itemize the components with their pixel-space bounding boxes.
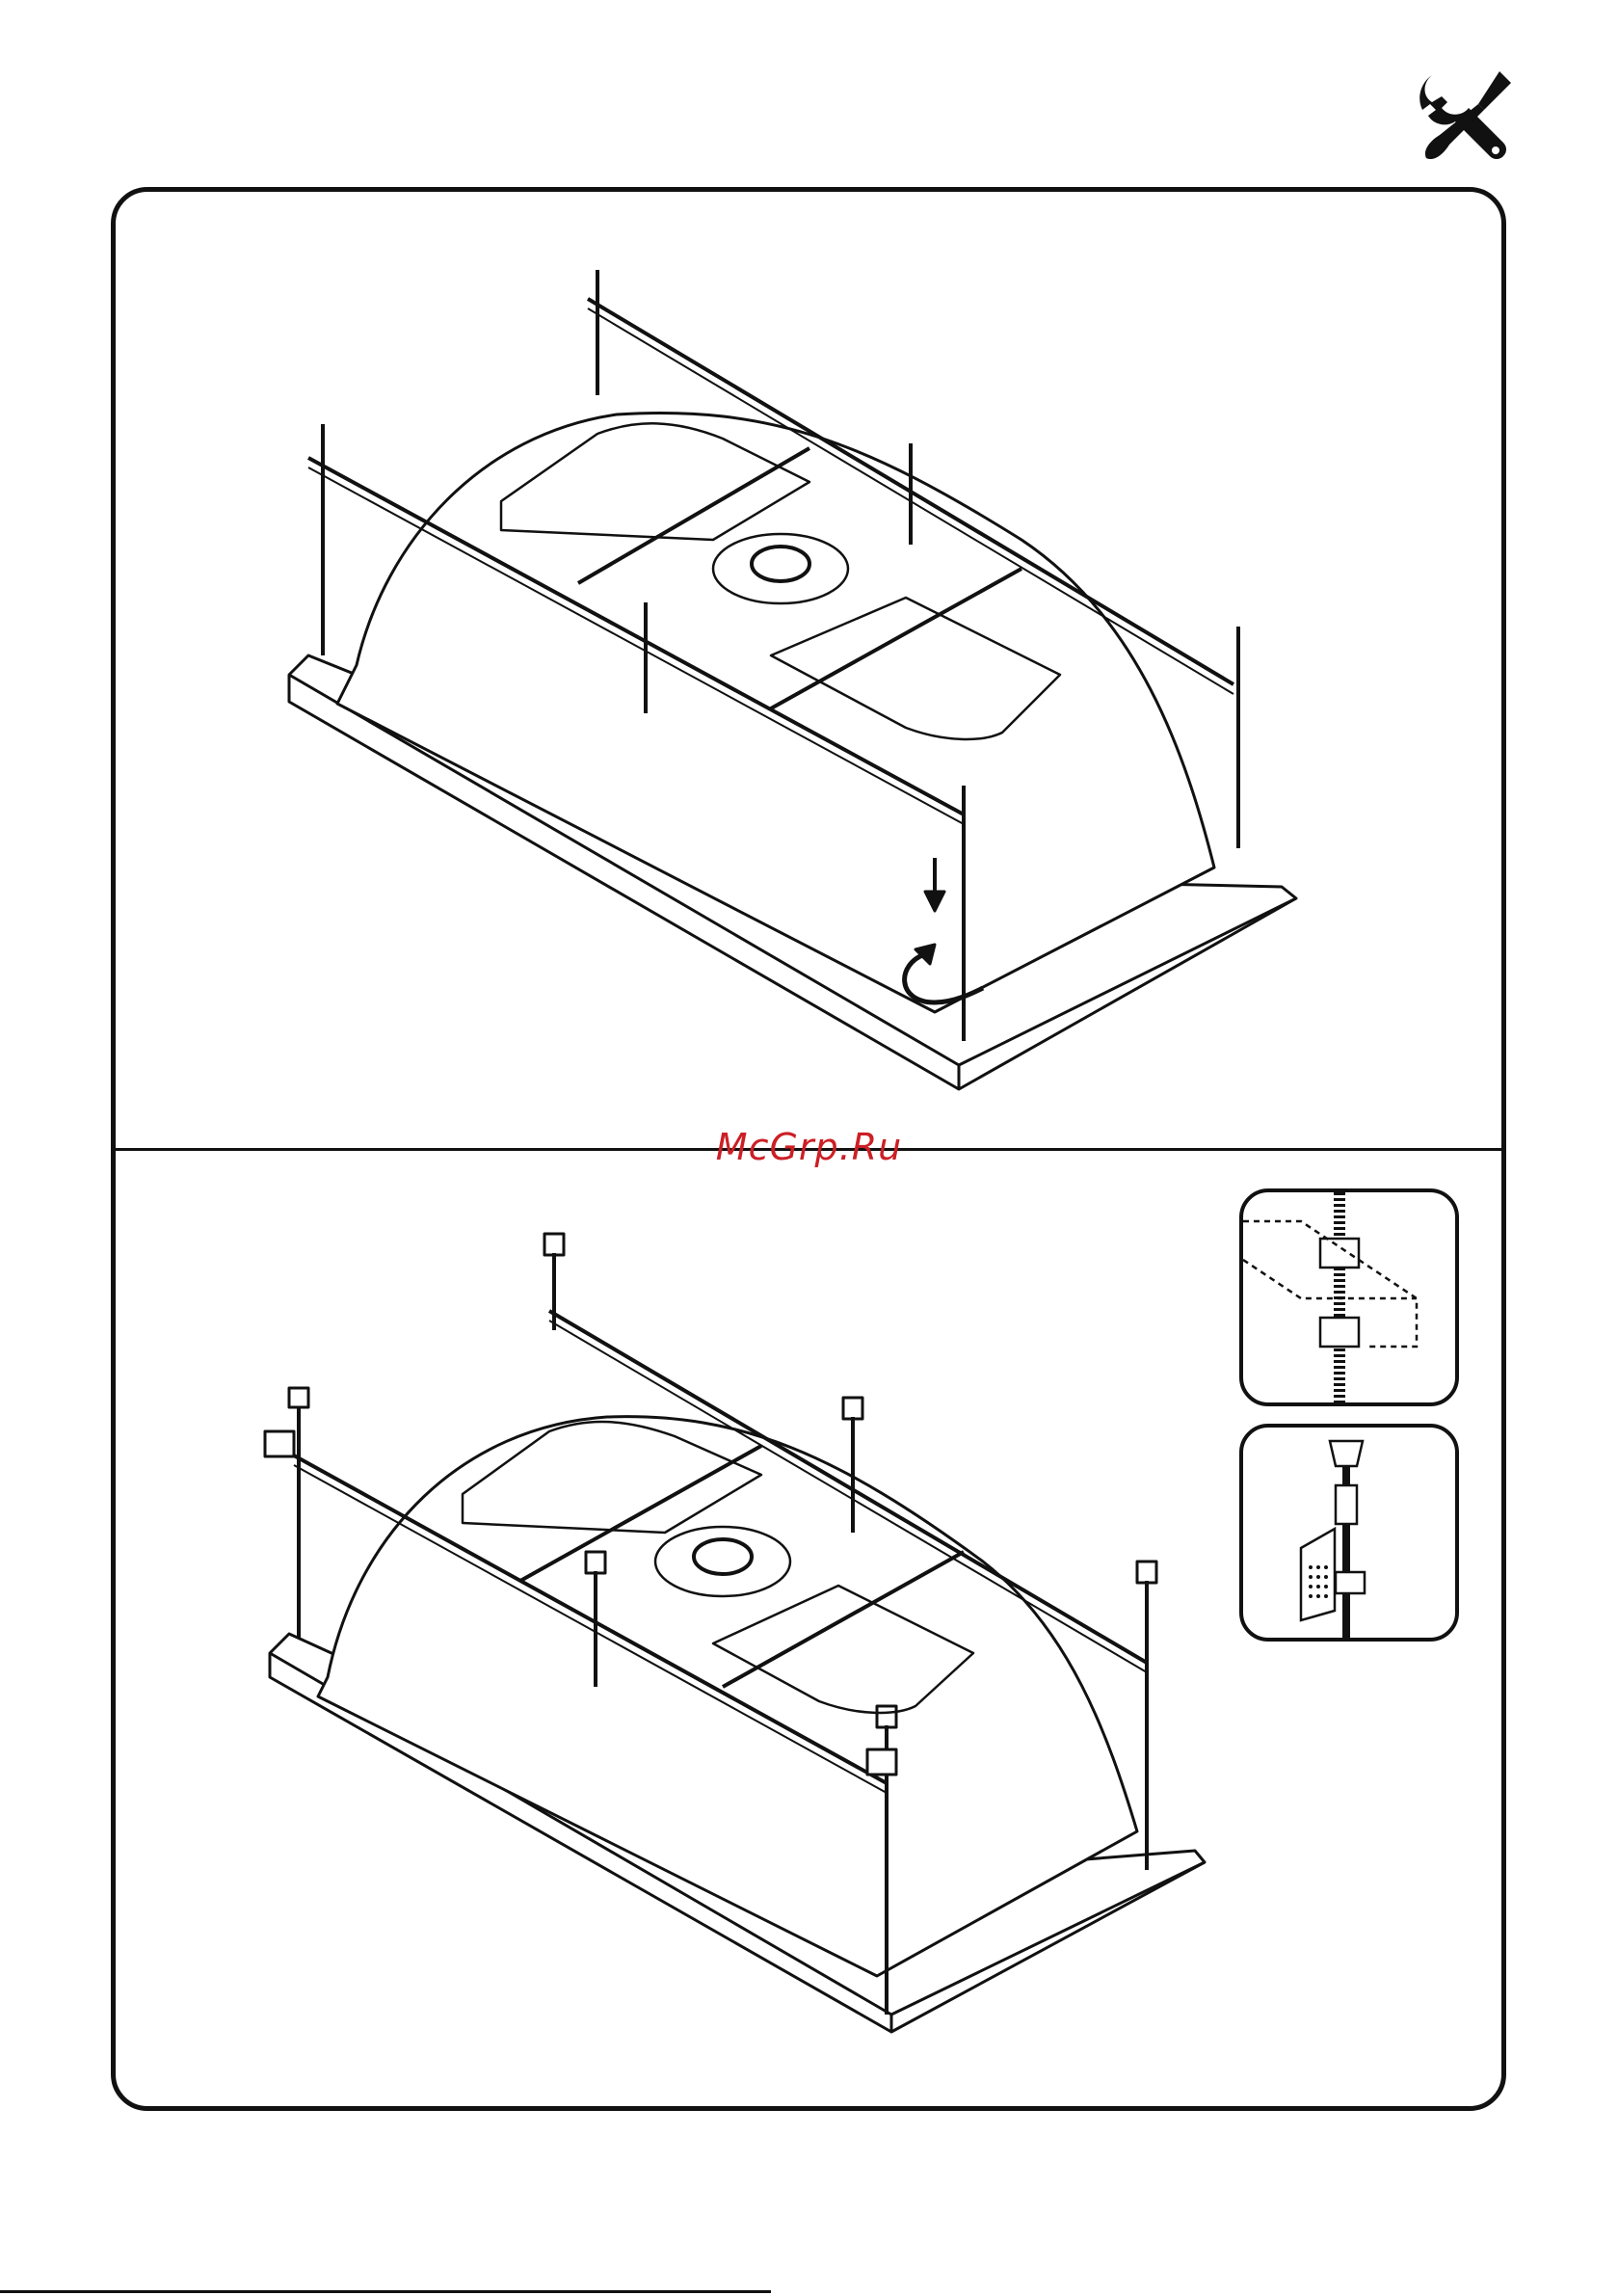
leg-bracket-icon <box>1301 1441 1365 1638</box>
step-2-illustration <box>222 1215 1224 2063</box>
step-1-illustration <box>270 251 1311 1099</box>
wrench-screwdriver-icon <box>1415 62 1521 168</box>
footer-rule <box>0 2290 771 2293</box>
detail-leg-bracket <box>1239 1424 1459 1642</box>
detail-nut-lock <box>1239 1188 1459 1406</box>
watermark: McGrp.Ru <box>0 1126 1618 1168</box>
threaded-rod-nuts-icon <box>1243 1192 1417 1402</box>
